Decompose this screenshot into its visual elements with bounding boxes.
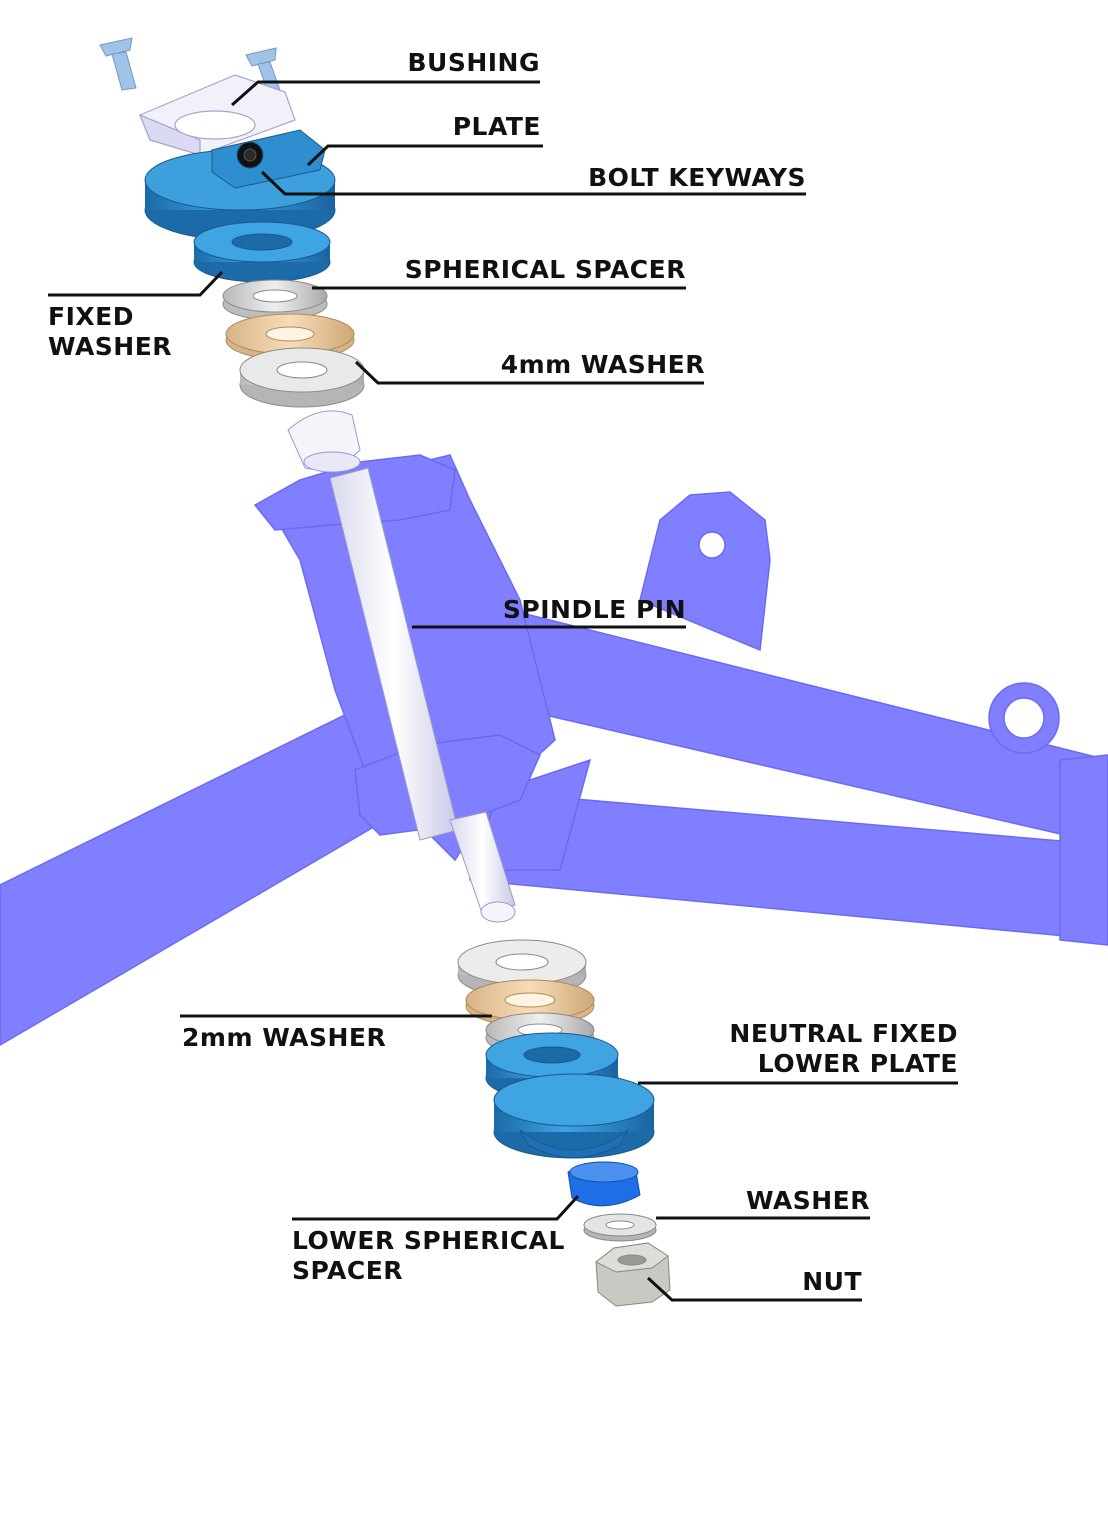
fixed-washer-part bbox=[193, 221, 331, 283]
label-fixed-washer-line-1: FIXED bbox=[48, 302, 134, 331]
label-bushing: BUSHING bbox=[407, 48, 540, 77]
spherical-spacer-part bbox=[222, 279, 328, 321]
label-fixed-washer-line-2: WASHER bbox=[48, 332, 173, 361]
label-bolt-keyways: BOLT KEYWAYS bbox=[588, 163, 806, 192]
label-2mm-washer: 2mm WASHER bbox=[182, 1023, 387, 1052]
frame-holes bbox=[698, 531, 1045, 739]
leader-lines bbox=[48, 80, 958, 1302]
leader-bolt-keyways bbox=[260, 170, 806, 196]
label-4mm-washer: 4mm WASHER bbox=[500, 350, 705, 379]
bushing-part bbox=[138, 74, 296, 156]
label-lower-spherical-spacer-line-1: LOWER SPHERICAL bbox=[292, 1226, 565, 1255]
plate-part bbox=[144, 129, 336, 241]
label-spindle-pin: SPINDLE PIN bbox=[502, 595, 686, 624]
leader-4mm-washer bbox=[354, 360, 704, 385]
spindle-pin-part bbox=[287, 410, 516, 923]
neutral-fixed-lower-plate-part bbox=[485, 1032, 655, 1159]
nut-part bbox=[595, 1242, 671, 1307]
label-neutral-fixed-lower-plate-line-2: LOWER PLATE bbox=[757, 1049, 958, 1078]
label-washer: WASHER bbox=[745, 1186, 870, 1215]
leader-nut bbox=[646, 1276, 862, 1302]
label-neutral-fixed-lower-plate-line-1: NEUTRAL FIXED bbox=[729, 1019, 958, 1048]
washer-small-part bbox=[583, 1213, 657, 1242]
label-plate: PLATE bbox=[452, 112, 541, 141]
leader-plate bbox=[306, 144, 543, 167]
leader-lower-spherical-spacer bbox=[292, 1194, 580, 1221]
leader-bushing bbox=[231, 80, 540, 107]
label-neutral-fixed-lower-plate: NEUTRAL FIXED LOWER PLATE bbox=[700, 1019, 958, 1079]
label-lower-spherical-spacer: LOWER SPHERICAL SPACER bbox=[292, 1226, 565, 1286]
label-nut: NUT bbox=[802, 1267, 862, 1296]
leader-fixed-washer bbox=[48, 270, 224, 297]
washer-4mm-part bbox=[239, 347, 365, 408]
lower-spherical-spacer-part bbox=[567, 1161, 641, 1207]
label-lower-spherical-spacer-line-2: SPACER bbox=[292, 1256, 404, 1285]
label-spherical-spacer: SPHERICAL SPACER bbox=[404, 255, 686, 284]
label-fixed-washer: FIXED WASHER bbox=[48, 302, 172, 362]
